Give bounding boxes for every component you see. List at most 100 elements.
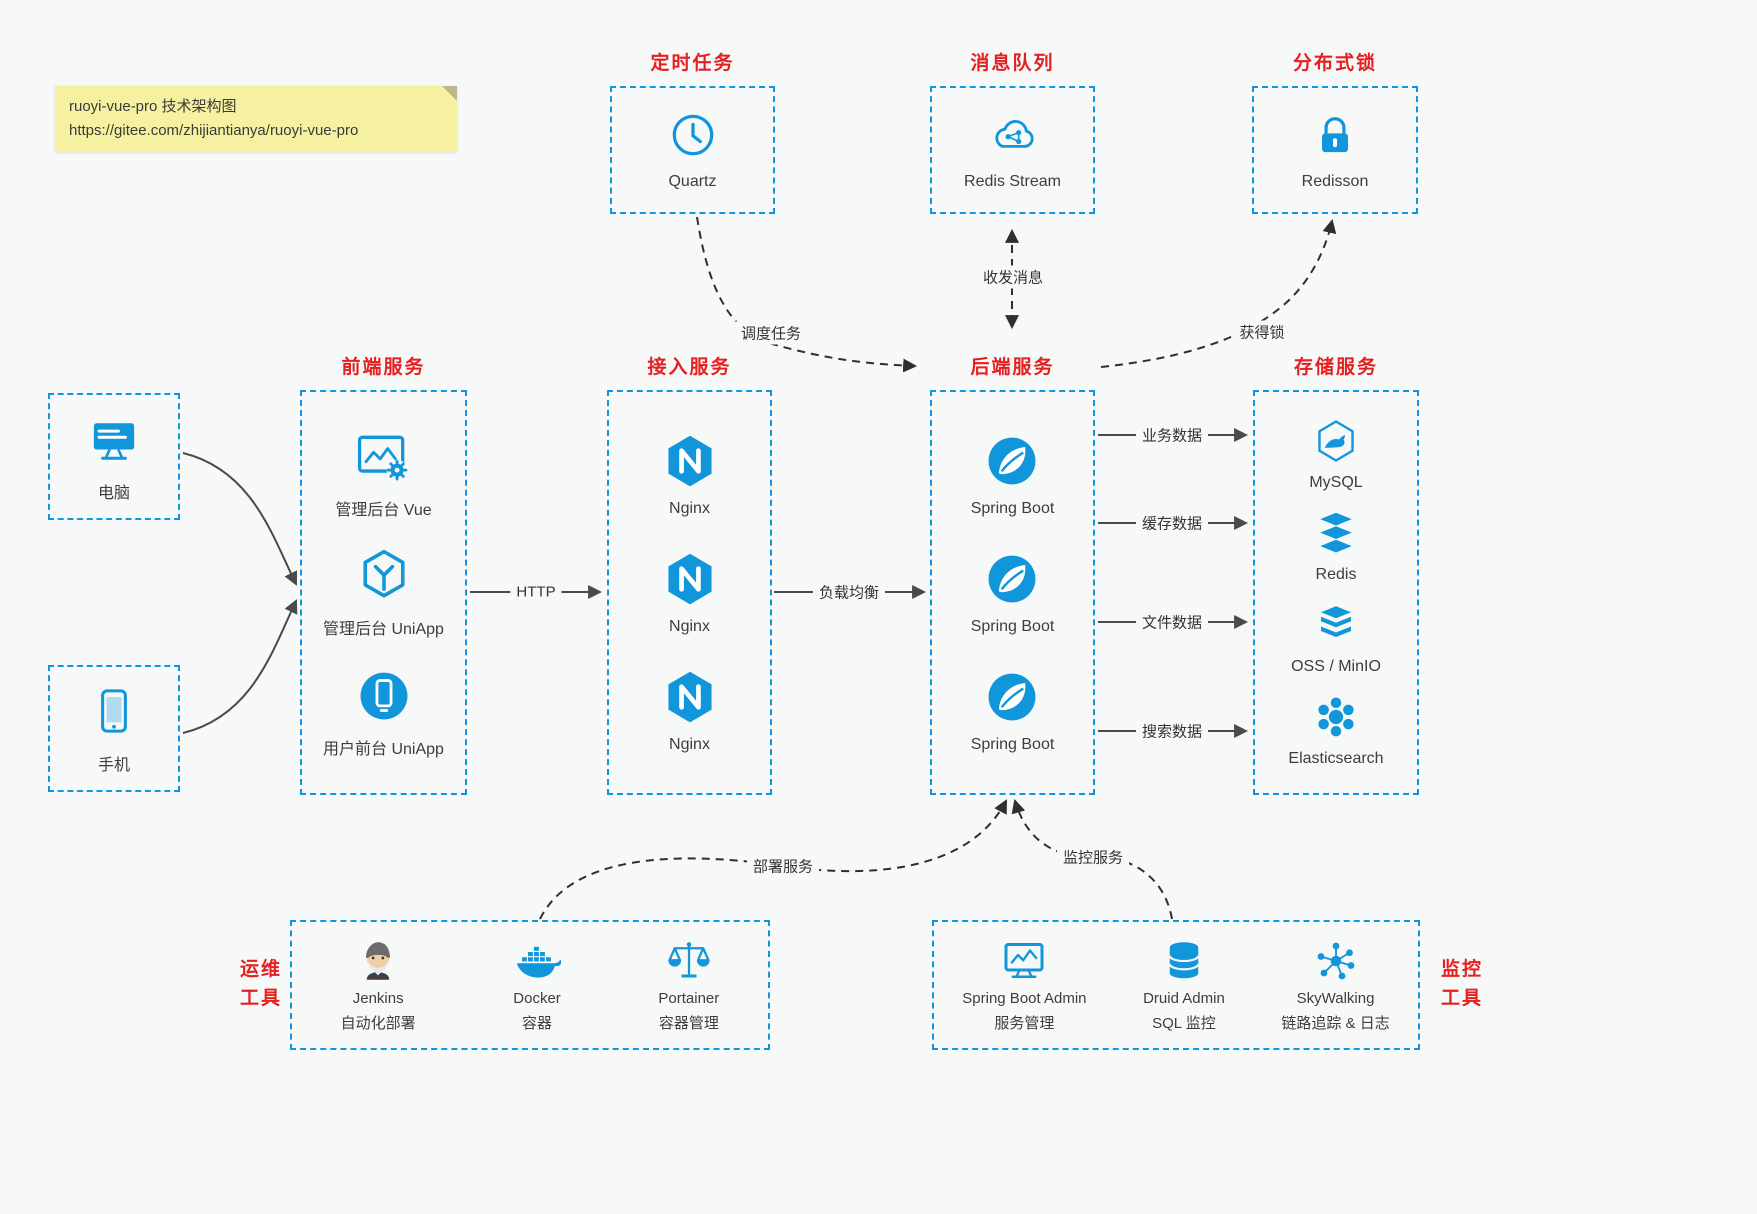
- node-nginx-2: Nginx: [660, 549, 720, 636]
- admin-vue-icon: [353, 427, 413, 487]
- group-title-backend-services: 后端服务: [970, 357, 1055, 378]
- phone-client-box: 手机: [48, 665, 180, 792]
- ops-tools-title-line2: 工具: [239, 987, 282, 1009]
- edge-label-load-balance: 负载均衡: [812, 580, 886, 604]
- ops-tools-title: 运维 工具: [233, 956, 289, 1013]
- backend-services-box: Spring Boot Spring Boot Spring Boot: [930, 390, 1095, 795]
- spring-boot-label: Spring Boot: [970, 736, 1055, 753]
- nginx-icon: [660, 431, 720, 491]
- oss-minio-label: OSS / MinIO: [1291, 658, 1381, 675]
- lock-icon: [1309, 109, 1361, 161]
- edge-pc-to-frontend: [182, 452, 298, 586]
- group-title-gateway-services: 接入服务: [647, 357, 732, 378]
- edge-acquire-lock: [1100, 218, 1337, 368]
- node-redis: Redis: [1312, 509, 1360, 584]
- group-title-storage-services: 存储服务: [1293, 357, 1378, 378]
- user-uniapp-label: 用户前台 UniApp: [323, 740, 444, 758]
- druid-icon: [1160, 937, 1208, 985]
- node-oss-minio: OSS / MinIO: [1291, 601, 1381, 676]
- clock-icon: [667, 109, 719, 161]
- edge-label-http: HTTP: [510, 582, 562, 602]
- group-title-scheduled-tasks: 定时任务: [650, 53, 735, 74]
- pc-label: 电脑: [97, 484, 130, 502]
- node-admin-uniapp: 管理后台 UniApp: [323, 546, 444, 639]
- node-skywalking: SkyWalking 链路追踪 & 日志: [1281, 937, 1390, 1033]
- edge-label-search-data: 搜索数据: [1135, 719, 1209, 743]
- edge-label-file-data: 文件数据: [1135, 610, 1209, 634]
- nginx-label: Nginx: [669, 736, 710, 753]
- jenkins-icon: [354, 937, 402, 985]
- uniapp-cube-icon: [354, 546, 414, 606]
- spring-icon: [982, 549, 1042, 609]
- nginx-icon: [660, 549, 720, 609]
- node-spring-boot-2: Spring Boot: [970, 549, 1055, 636]
- oss-stack-icon: [1312, 601, 1360, 649]
- druid-admin-desc: SQL 监控: [1152, 1015, 1216, 1032]
- storage-services-box: MySQL Redis OSS / MinIO: [1253, 390, 1419, 795]
- node-mysql: MySQL: [1309, 417, 1363, 492]
- redis-stream-label: Redis Stream: [964, 173, 1061, 190]
- ops-tools-box: Jenkins 自动化部署 Docker 容器: [290, 920, 770, 1050]
- gateway-services-box: Nginx Nginx Nginx: [607, 390, 772, 795]
- ops-tools-title-line1: 运维: [239, 959, 282, 980]
- spring-boot-admin-desc: 服务管理: [994, 1015, 1055, 1032]
- node-spring-boot-admin: Spring Boot Admin 服务管理: [962, 937, 1087, 1033]
- node-elasticsearch: Elasticsearch: [1288, 693, 1384, 768]
- node-nginx-1: Nginx: [660, 431, 720, 518]
- group-title-message-queue: 消息队列: [970, 53, 1055, 74]
- monitoring-tools-title-line1: 监控: [1440, 959, 1483, 980]
- group-title-frontend-services: 前端服务: [341, 357, 426, 378]
- docker-name: Docker: [513, 990, 561, 1007]
- nginx-label: Nginx: [669, 500, 710, 517]
- edge-label-cache-data: 缓存数据: [1135, 511, 1209, 535]
- edge-label-send-receive-msg: 收发消息: [976, 265, 1050, 289]
- node-nginx-3: Nginx: [660, 667, 720, 754]
- desktop-icon: [86, 411, 142, 467]
- node-docker: Docker 容器: [513, 937, 562, 1033]
- elasticsearch-label: Elasticsearch: [1288, 750, 1384, 767]
- note-fold-corner: [442, 86, 457, 101]
- node-user-uniapp: 用户前台 UniApp: [323, 666, 444, 759]
- nginx-label: Nginx: [669, 618, 710, 635]
- node-admin-vue: 管理后台 Vue: [335, 427, 432, 520]
- skywalking-desc: 链路追踪 & 日志: [1281, 1015, 1390, 1032]
- monitoring-tools-title-line2: 工具: [1440, 987, 1483, 1009]
- phone-label: 手机: [97, 756, 130, 774]
- frontend-services-box: 管理后台 Vue 管理后台 UniApp 用户前台 UniApp: [300, 390, 467, 795]
- pc-client-box: 电脑: [48, 393, 180, 520]
- mysql-label: MySQL: [1309, 474, 1363, 491]
- redisson-box: Redisson: [1252, 86, 1418, 214]
- note-title: ruoyi-vue-pro 技术架构图: [69, 98, 237, 115]
- node-druid-admin: Druid Admin SQL 监控: [1143, 937, 1225, 1033]
- edge-label-monitor-service: 监控服务: [1056, 845, 1130, 869]
- docker-icon: [513, 937, 562, 985]
- edge-phone-to-frontend: [182, 599, 298, 734]
- docker-desc: 容器: [522, 1015, 553, 1032]
- spring-boot-label: Spring Boot: [970, 618, 1055, 635]
- node-spring-boot-1: Spring Boot: [971, 431, 1054, 518]
- node-portainer: Portainer 容器管理: [658, 937, 719, 1033]
- quartz-box: Quartz: [610, 86, 775, 214]
- edge-label-schedule-task: 调度任务: [734, 321, 808, 345]
- druid-admin-name: Druid Admin: [1143, 990, 1225, 1007]
- edge-label-deploy-service: 部署服务: [746, 854, 820, 878]
- spring-boot-admin-icon: [1000, 937, 1048, 985]
- cloud-network-icon: [987, 109, 1039, 161]
- quartz-label: Quartz: [668, 173, 717, 190]
- spring-icon: [982, 667, 1042, 727]
- elasticsearch-icon: [1312, 693, 1360, 741]
- spring-icon: [982, 431, 1042, 491]
- redis-stream-box: Redis Stream: [930, 86, 1095, 214]
- note-url: https://gitee.com/zhijiantianya/ruoyi-vu…: [69, 122, 359, 139]
- portainer-name: Portainer: [658, 990, 720, 1007]
- redis-stack-icon: [1312, 509, 1360, 557]
- user-app-icon: [354, 666, 414, 726]
- skywalking-name: SkyWalking: [1296, 990, 1375, 1007]
- admin-vue-label: 管理后台 Vue: [335, 501, 432, 519]
- node-jenkins: Jenkins 自动化部署: [341, 937, 416, 1033]
- edge-label-acquire-lock: 获得锁: [1233, 320, 1291, 344]
- group-title-distributed-lock: 分布式锁: [1292, 53, 1377, 74]
- nginx-icon: [660, 667, 720, 727]
